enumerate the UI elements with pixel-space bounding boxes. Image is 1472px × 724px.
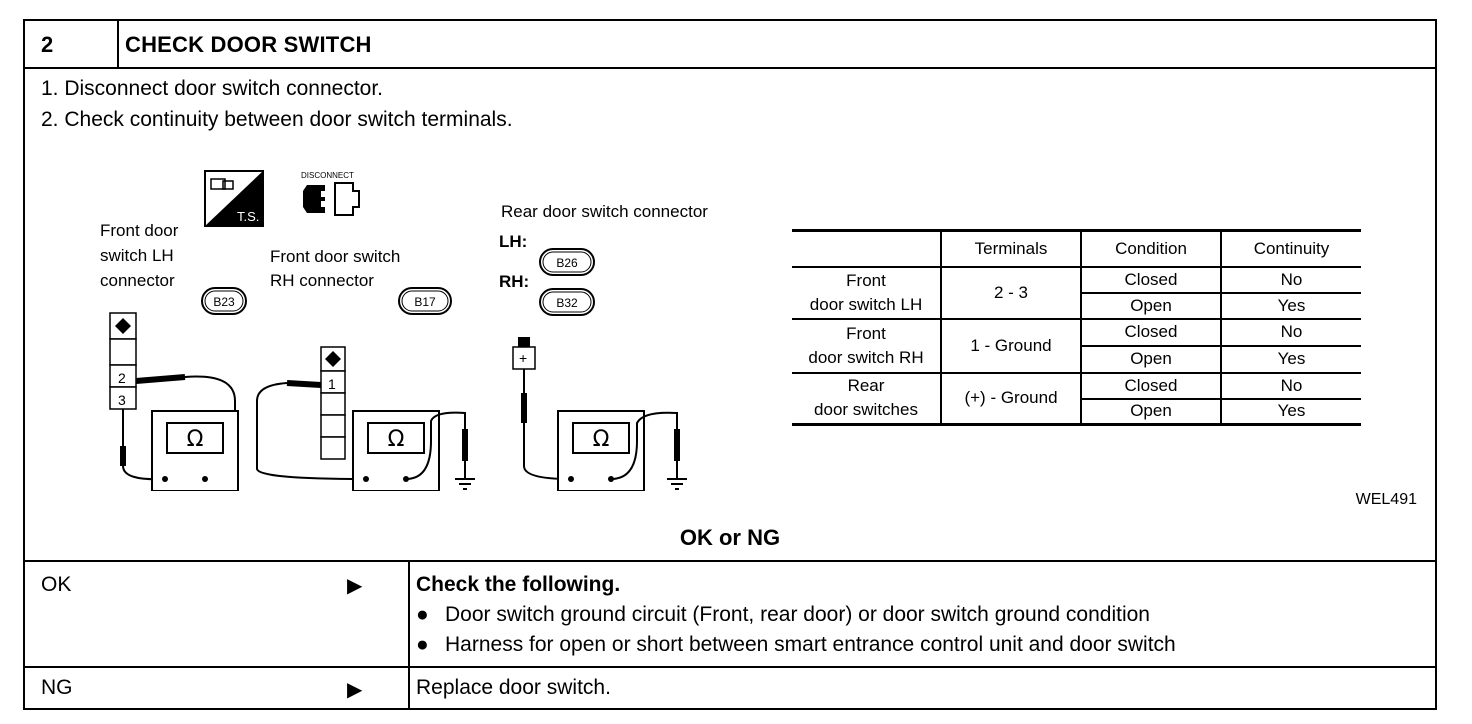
rear-lh-label: LH: (499, 232, 528, 251)
row-continuity: No (1280, 269, 1303, 289)
ohmmeter-3: Ω (557, 410, 645, 491)
bullet-icon: ● (416, 633, 429, 656)
step-header: 2 CHECK DOOR SWITCH (25, 21, 1435, 69)
svg-text:B23: B23 (213, 295, 235, 309)
front-lh-label-2: switch LH (100, 246, 174, 265)
svg-text:Ω: Ω (187, 427, 204, 452)
test-symbol-icon: T.S. (204, 170, 264, 227)
row-condition: Open (1081, 345, 1222, 373)
ohmmeter-2: Ω (352, 410, 440, 491)
svg-text:Ω: Ω (593, 427, 610, 452)
svg-text:DISCONNECT: DISCONNECT (301, 171, 354, 180)
ok-title: Check the following. (416, 573, 621, 596)
ok-bullet-2: Harness for open or short between smart … (445, 633, 1176, 656)
connector-code-oval (539, 288, 595, 316)
front-lh-label-3: connector (100, 271, 175, 290)
ok-bullet-1: Door switch ground circuit (Front, rear … (445, 603, 1150, 626)
svg-text:3: 3 (118, 392, 126, 408)
instruction-step-2: 2. Check continuity between door switch … (41, 108, 513, 131)
row-continuity: Yes (1277, 401, 1306, 421)
result-divider (25, 560, 1435, 562)
row-condition: Closed (1081, 372, 1222, 399)
row-continuity: No (1280, 375, 1303, 395)
row-terminals: (+) - Ground (940, 372, 1082, 426)
rear-connector-label: Rear door switch connector (501, 202, 708, 221)
row-continuity: No (1280, 322, 1303, 341)
ng-label: NG (41, 676, 73, 699)
rear-switch-terminal: + (512, 337, 536, 370)
svg-text:T.S.: T.S. (237, 209, 259, 224)
row-condition: Open (1081, 398, 1222, 425)
connector-code-oval (398, 287, 452, 315)
svg-text:2: 2 (118, 370, 126, 386)
ground-icon (667, 478, 687, 490)
front-lh-label-1: Front door (100, 221, 179, 240)
svg-text:1: 1 (328, 376, 336, 392)
front-lh-connector: 2 3 (109, 312, 137, 410)
ohmmeter-1: Ω (151, 410, 239, 491)
col-header-terminals: Terminals (940, 230, 1082, 267)
arrow-right-icon: ▶ (347, 679, 363, 701)
step-title: CHECK DOOR SWITCH (125, 32, 372, 57)
row-continuity: Yes (1277, 295, 1306, 315)
connector-code-oval (539, 248, 595, 276)
row-condition: Closed (1081, 318, 1222, 346)
bullet-icon: ● (416, 603, 429, 626)
col-header-continuity: Continuity (1253, 238, 1330, 258)
instruction-step-1: 1. Disconnect door switch connector. (41, 77, 384, 100)
arrow-right-icon: ▶ (347, 575, 363, 597)
connector-code-oval (201, 287, 247, 315)
svg-text:+: + (519, 350, 527, 366)
row-terminals: 1 - Ground (940, 318, 1082, 374)
ground-icon (455, 478, 475, 490)
col-header-condition: Condition (1081, 230, 1222, 267)
figure-code: WEL491 (1355, 491, 1417, 508)
ng-action: Replace door switch. (416, 676, 611, 699)
front-rh-label-1: Front door switch (270, 247, 401, 266)
result-heading: OK or NG (679, 525, 781, 550)
step-number: 2 (41, 32, 54, 57)
result-column-divider (408, 560, 410, 710)
svg-text:B32: B32 (556, 296, 578, 310)
row-condition: Open (1081, 292, 1222, 319)
result-divider (25, 666, 1435, 668)
svg-text:B17: B17 (414, 295, 436, 309)
row-continuity: Yes (1277, 349, 1306, 368)
header-divider (117, 21, 119, 67)
row-condition: Closed (1081, 266, 1222, 293)
procedure-box: 2 CHECK DOOR SWITCH 1. Disconnect door s… (23, 19, 1437, 710)
svg-text:B26: B26 (556, 256, 578, 270)
wiring-diagram: T.S. DISCONNECT 2 3 Ω (109, 170, 687, 491)
ok-label: OK (41, 573, 72, 596)
rear-rh-label: RH: (499, 272, 530, 291)
front-rh-label-2: RH connector (270, 271, 374, 290)
row-terminals: 2 - 3 (940, 266, 1082, 320)
svg-text:Ω: Ω (388, 427, 405, 452)
front-rh-connector: 1 (320, 346, 346, 460)
disconnect-icon: DISCONNECT (301, 171, 360, 216)
